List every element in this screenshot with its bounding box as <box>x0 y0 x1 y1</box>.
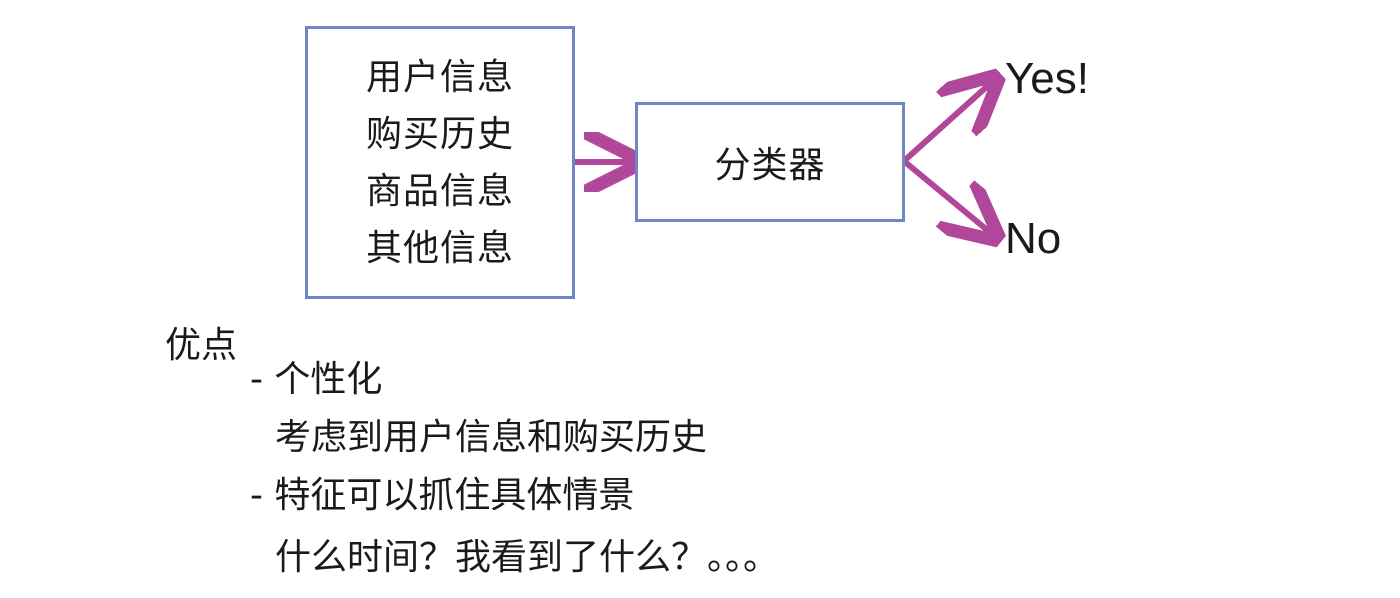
input-line-product-info: 商品信息 <box>365 170 514 212</box>
yes-output-label: Yes! <box>1005 54 1090 103</box>
input-line-other-info: 其他信息 <box>365 227 514 269</box>
advantage-bullet-personalization: - 个性化 <box>250 359 383 400</box>
classifier-to-no-arrow <box>902 159 992 234</box>
classifier-to-yes-arrow <box>902 82 992 163</box>
advantages-title: 优点 <box>165 325 238 366</box>
input-features-box: 用户信息 购买历史 商品信息 其他信息 <box>305 26 575 299</box>
advantage-bullet-context: - 特征可以抓住具体情景 <box>250 475 635 516</box>
no-output-label: No <box>1005 214 1062 263</box>
advantage-detail-context: 什么时间？我看到了什么？。。。 <box>275 537 780 578</box>
input-line-purchase-history: 购买历史 <box>365 113 514 155</box>
classifier-label: 分类器 <box>714 145 826 186</box>
input-line-user-info: 用户信息 <box>365 56 514 98</box>
advantage-detail-personalization: 考虑到用户信息和购买历史 <box>275 417 708 458</box>
classifier-box: 分类器 <box>635 102 905 222</box>
